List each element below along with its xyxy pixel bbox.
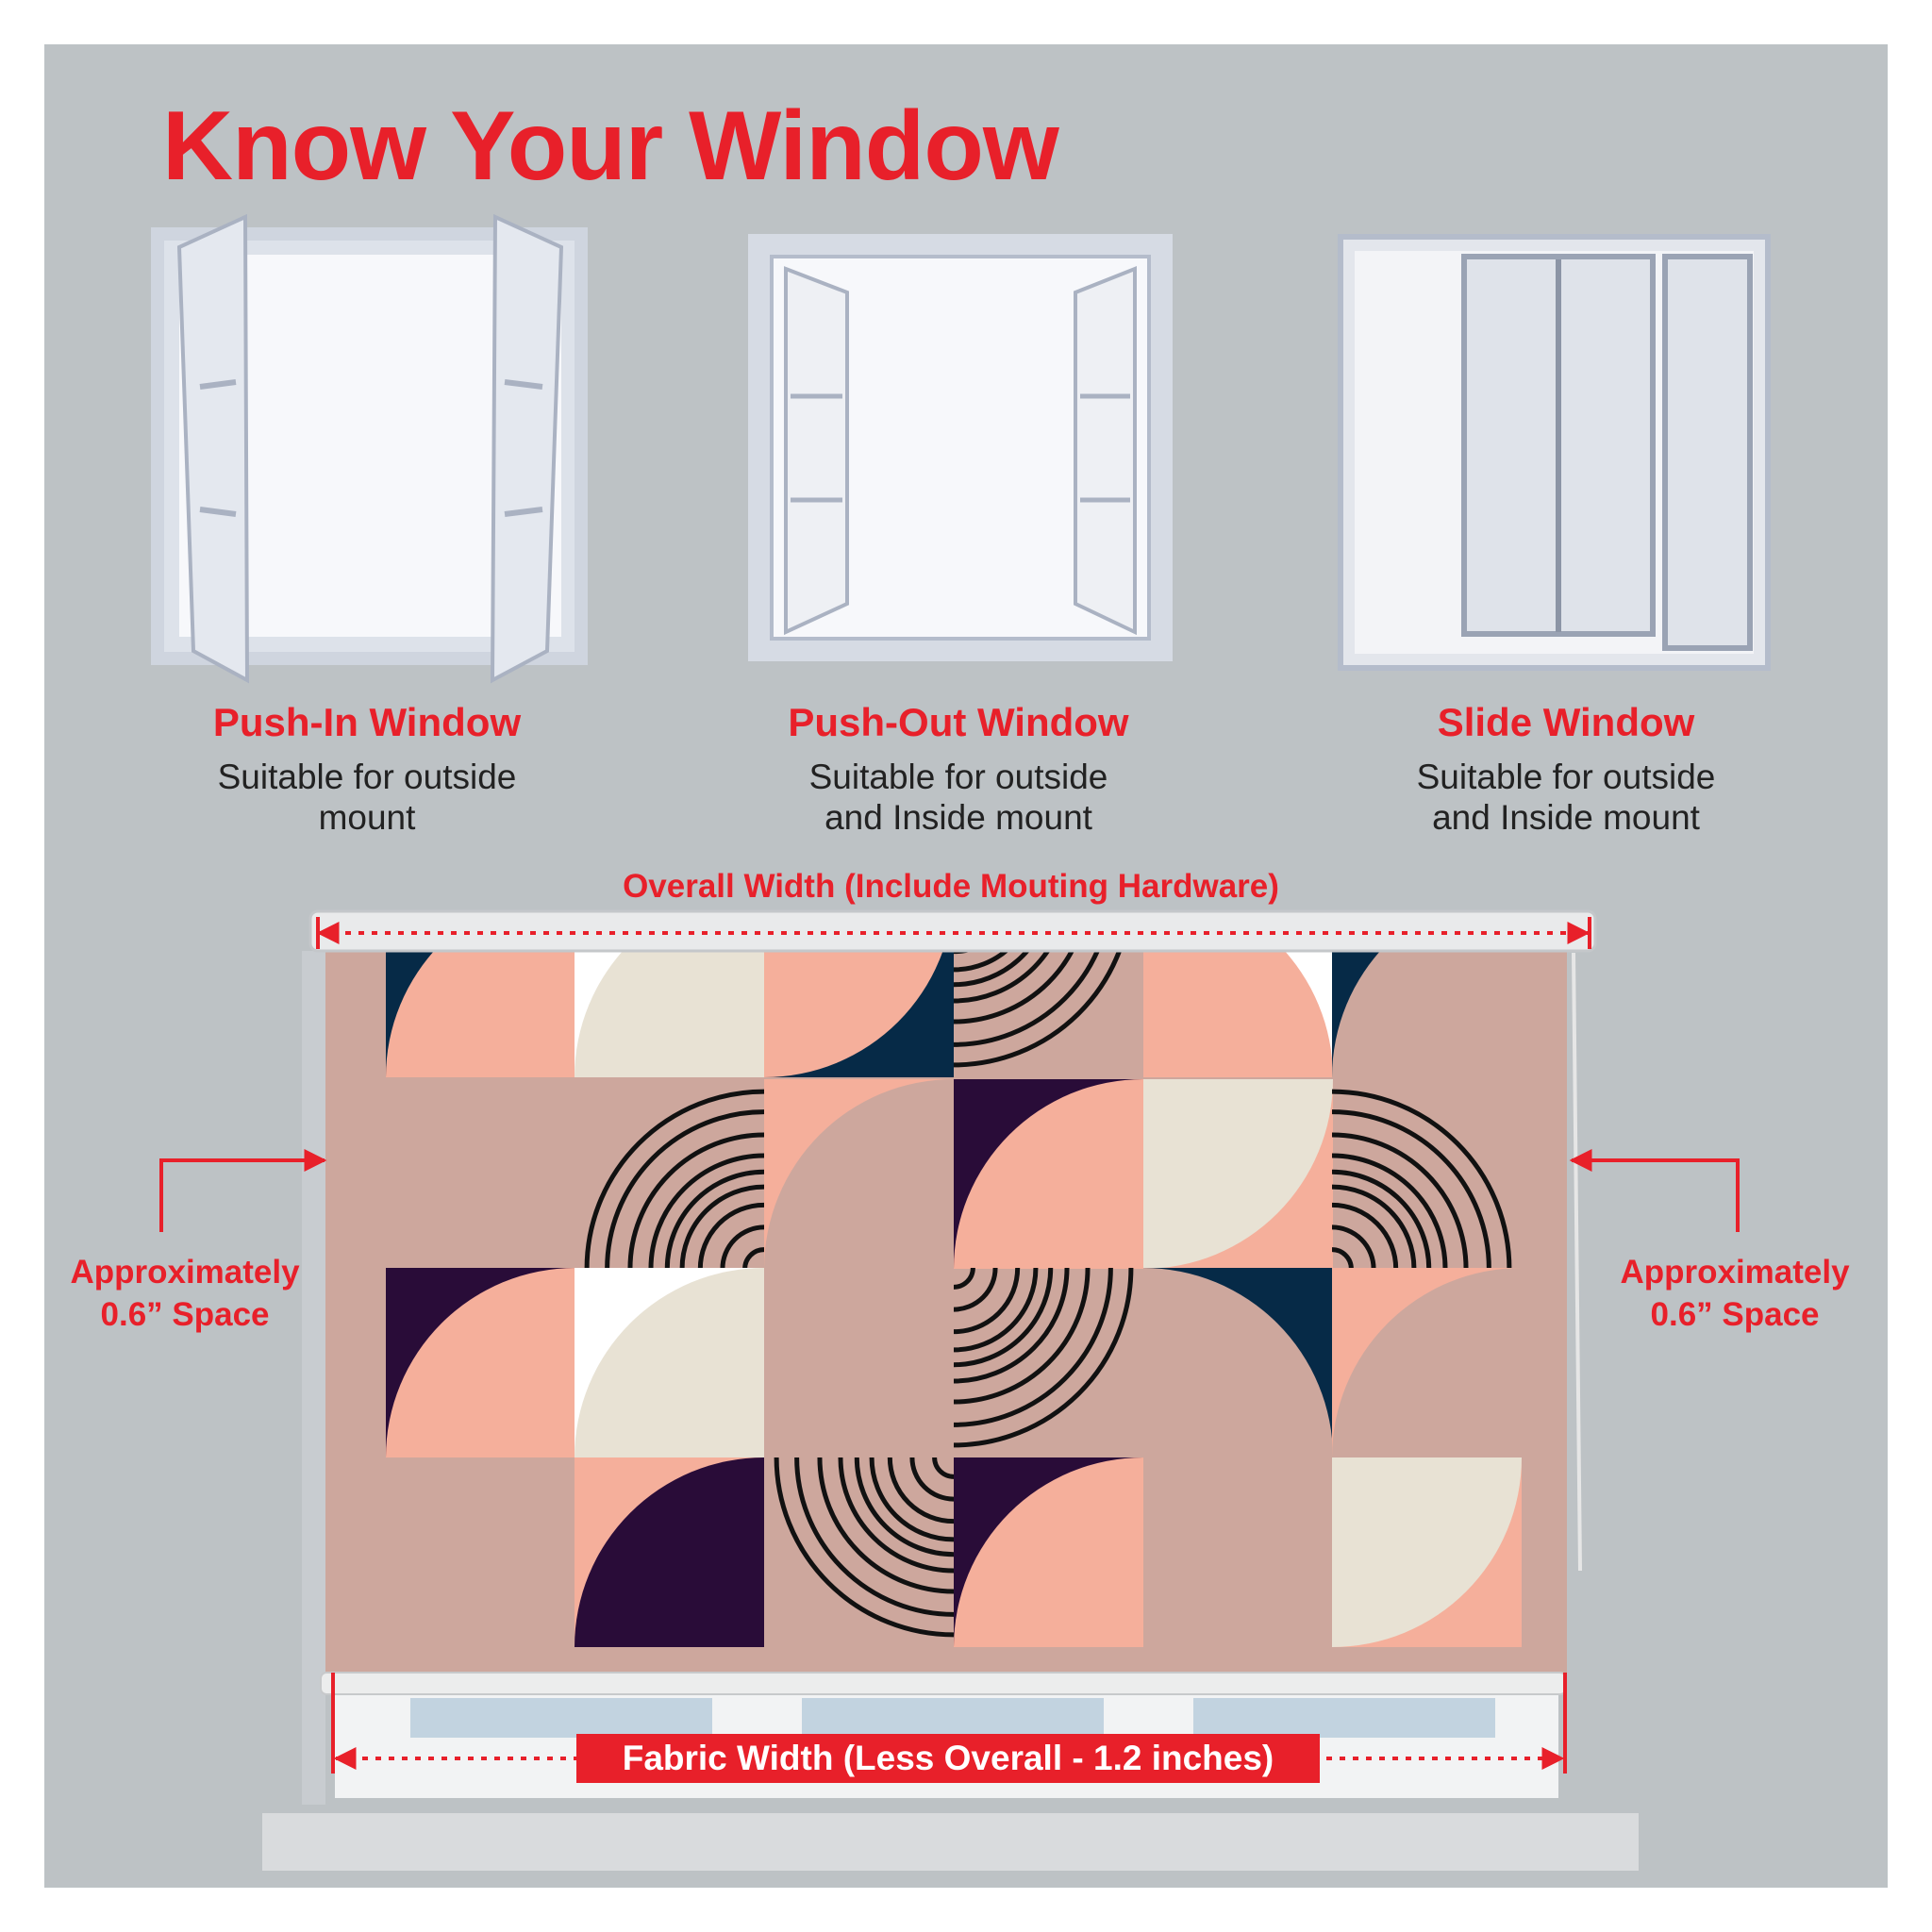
tile-bg	[764, 1268, 954, 1457]
pattern-tile	[954, 1079, 1143, 1269]
quarter-circle	[386, 951, 575, 1077]
quarter-circle	[1332, 1268, 1522, 1457]
pattern-tile	[954, 1457, 1143, 1647]
pattern-tile	[575, 1457, 764, 1647]
pattern-tile	[386, 1268, 575, 1457]
quarter-circle	[1143, 951, 1333, 1077]
left-space-arrow	[159, 1149, 327, 1232]
push-out-window-image	[748, 234, 1173, 661]
tile-bg	[386, 1457, 575, 1647]
pattern-tile	[386, 1079, 575, 1269]
roller-blind-diagram	[262, 909, 1639, 1871]
ring-line	[954, 1268, 1054, 1368]
pattern-tile	[1143, 951, 1333, 1077]
quarter-circle	[575, 951, 764, 1077]
pattern-tile	[1143, 1079, 1333, 1269]
ring-line	[909, 1457, 954, 1502]
ring-line	[1332, 1169, 1432, 1269]
quarter-circle	[1332, 1457, 1522, 1647]
window-sill	[262, 1813, 1639, 1871]
pattern-tile	[764, 951, 954, 1077]
overall-width-label: Overall Width (Include Mouting Hardware)	[623, 868, 1279, 905]
quarter-circle	[954, 1079, 1143, 1269]
quarter-circle	[1332, 951, 1522, 1077]
ring-line	[1332, 1224, 1376, 1269]
ring-line	[954, 1268, 998, 1312]
ring-line	[1332, 1132, 1469, 1269]
quarter-circle	[764, 1079, 954, 1269]
right-space-arrow	[1569, 1149, 1740, 1232]
pattern-tile	[954, 951, 1123, 1068]
pattern-tile	[386, 951, 575, 1077]
page-title: Know Your Window	[162, 92, 1059, 201]
pattern-tile	[575, 951, 764, 1077]
bottom-bar	[320, 1672, 1567, 1695]
ring-line	[954, 951, 1010, 973]
push-in-window-image	[151, 213, 588, 684]
pattern-tile	[1143, 1457, 1333, 1647]
pattern-tile	[1143, 1268, 1333, 1457]
quarter-circle	[954, 1457, 1143, 1647]
pattern-tile	[575, 1268, 764, 1457]
ring-line	[954, 951, 1031, 988]
quarter-circle	[1143, 1079, 1333, 1269]
pattern-tile	[954, 1268, 1134, 1448]
push-in-window-label: Push-In Window	[212, 700, 522, 744]
tile-bg	[386, 1079, 575, 1269]
ring-line	[954, 1268, 1039, 1353]
pull-cord	[1572, 952, 1582, 1572]
pattern-tile	[1332, 1457, 1522, 1647]
tile-bg	[1143, 1457, 1333, 1647]
pattern-tile	[1332, 951, 1522, 1077]
pattern-tile	[764, 1079, 954, 1269]
pattern-tile	[764, 1268, 954, 1457]
blind-fabric	[325, 951, 1567, 1673]
quarter-circle	[1143, 1268, 1333, 1457]
fabric-width-label: Fabric Width (Less Overall - 1.2 inches)	[576, 1734, 1320, 1783]
push-out-window-label: Push-Out Window	[788, 700, 1129, 744]
ring-line	[854, 1457, 954, 1557]
slide-window-image	[1338, 234, 1771, 671]
slide-window-label: Slide Window	[1437, 700, 1695, 744]
quarter-circle	[575, 1457, 764, 1647]
ring-line	[954, 1268, 1091, 1405]
quarter-circle	[764, 951, 943, 1077]
ring-line	[954, 1268, 1070, 1384]
pattern-tile	[386, 1457, 575, 1647]
ring-line	[954, 951, 1075, 1024]
quarter-circle	[386, 1268, 575, 1457]
quarter-circle	[575, 1268, 764, 1457]
pattern-tile	[1332, 1268, 1522, 1457]
